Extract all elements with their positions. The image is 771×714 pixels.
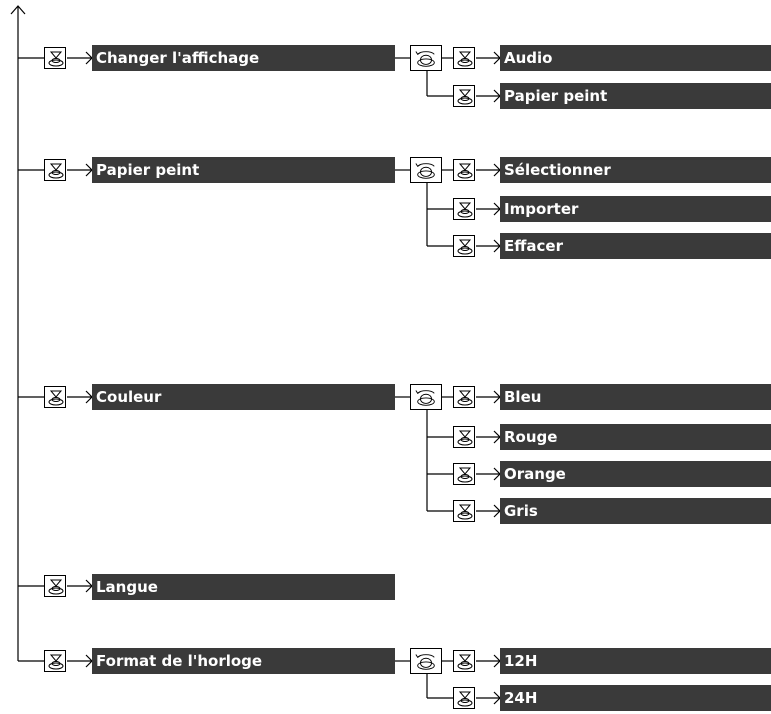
- press-button-icon: [453, 426, 475, 448]
- press-button-icon: [453, 198, 475, 220]
- menu-item-format-horloge[interactable]: Format de l'horloge: [92, 648, 395, 674]
- press-button-icon: [453, 687, 475, 709]
- menu-item-papier-peint[interactable]: Papier peint: [92, 157, 395, 183]
- option-gris[interactable]: Gris: [500, 498, 771, 524]
- press-button-icon: [453, 500, 475, 522]
- rotate-knob-icon: [410, 648, 442, 674]
- option-bleu[interactable]: Bleu: [500, 384, 771, 410]
- press-button-icon: [453, 463, 475, 485]
- press-button-icon: [453, 235, 475, 257]
- option-24h[interactable]: 24H: [500, 685, 771, 711]
- press-button-icon: [44, 650, 66, 672]
- menu-item-couleur[interactable]: Couleur: [92, 384, 395, 410]
- press-button-icon: [44, 575, 66, 597]
- option-12h[interactable]: 12H: [500, 648, 771, 674]
- option-importer[interactable]: Importer: [500, 196, 771, 222]
- press-button-icon: [44, 386, 66, 408]
- option-papier-peint[interactable]: Papier peint: [500, 83, 771, 109]
- press-button-icon: [453, 159, 475, 181]
- press-button-icon: [453, 47, 475, 69]
- option-selectionner[interactable]: Sélectionner: [500, 157, 771, 183]
- press-button-icon: [44, 47, 66, 69]
- rotate-knob-icon: [410, 157, 442, 183]
- rotate-knob-icon: [410, 384, 442, 410]
- rotate-knob-icon: [410, 45, 442, 71]
- option-orange[interactable]: Orange: [500, 461, 771, 487]
- option-audio[interactable]: Audio: [500, 45, 771, 71]
- press-button-icon: [453, 386, 475, 408]
- option-effacer[interactable]: Effacer: [500, 233, 771, 259]
- press-button-icon: [44, 159, 66, 181]
- menu-item-langue[interactable]: Langue: [92, 574, 395, 600]
- press-button-icon: [453, 650, 475, 672]
- press-button-icon: [453, 85, 475, 107]
- option-rouge[interactable]: Rouge: [500, 424, 771, 450]
- menu-item-changer-affichage[interactable]: Changer l'affichage: [92, 45, 395, 71]
